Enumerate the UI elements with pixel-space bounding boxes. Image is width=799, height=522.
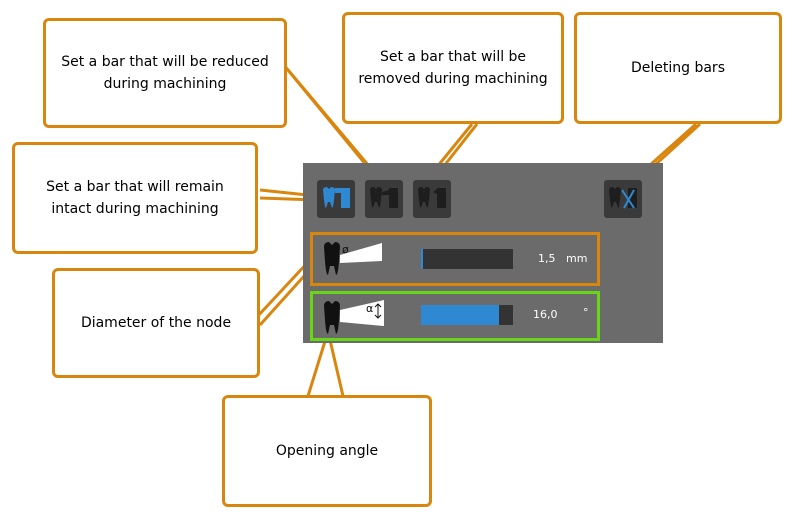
intact-bar-button[interactable]	[317, 180, 355, 218]
tooth-bar-delete-icon	[609, 187, 637, 209]
angle-unit: °	[583, 306, 589, 319]
tooth-angle-icon: α	[324, 300, 384, 334]
angle-symbol: α	[366, 302, 373, 315]
callout-diameter-text: Diameter of the node	[80, 315, 232, 331]
removed-bar-button[interactable]	[413, 180, 451, 218]
leader-opening	[306, 337, 345, 397]
callout-opening-text: Opening angle	[275, 443, 379, 459]
diameter-unit: mm	[566, 252, 588, 265]
reduced-bar-button[interactable]	[365, 180, 403, 218]
angle-slider[interactable]	[421, 305, 513, 325]
callout-reduced-text: Set a bar that will be reduced during ma…	[61, 54, 269, 92]
callout-deleting-text: Deleting bars	[630, 60, 725, 76]
callout-removed-text: Set a bar that will be removed during ma…	[358, 49, 548, 87]
callout-intact: Set a bar that will remain intact during…	[12, 142, 258, 254]
angle-row: α 16,0 °	[310, 291, 600, 341]
angle-value: 16,0	[533, 308, 558, 321]
diameter-slider[interactable]	[421, 249, 513, 269]
callout-diameter: Diameter of the node	[52, 268, 260, 378]
callout-intact-text: Set a bar that will remain intact during…	[46, 179, 224, 217]
callout-opening: Opening angle	[222, 395, 432, 507]
diameter-value: 1,5	[538, 252, 556, 265]
callout-removed: Set a bar that will be removed during ma…	[342, 12, 564, 124]
angle-slider-fill	[421, 305, 500, 325]
tooth-diameter-icon: ø	[324, 242, 382, 275]
tooth-bar-reduced-icon	[370, 187, 398, 208]
diameter-row: ø 1,5 mm	[310, 232, 600, 286]
tooth-bar-removed-icon	[418, 187, 446, 208]
tooth-bar-intact-icon	[323, 187, 350, 208]
callout-deleting: Deleting bars	[574, 12, 782, 124]
delete-bar-button[interactable]	[604, 180, 642, 218]
diameter-symbol: ø	[342, 243, 349, 256]
bar-settings-panel: ø 1,5 mm α 16,0 °	[303, 163, 663, 343]
callout-reduced: Set a bar that will be reduced during ma…	[43, 18, 287, 128]
